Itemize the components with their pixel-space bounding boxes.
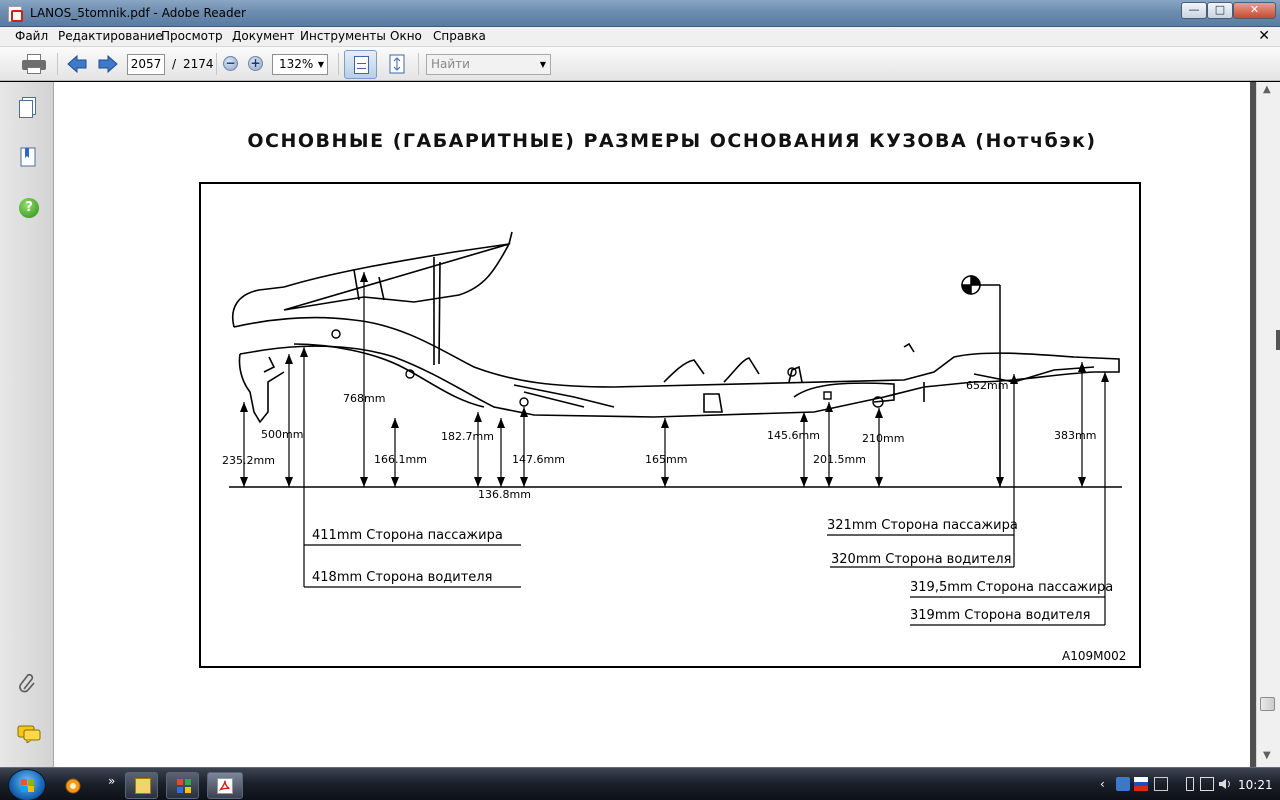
underbody-dimension-diagram: 235.2mm 500mm 768mm 166.1mm 182.7mm 147.… xyxy=(222,231,1126,663)
callout-320-driver: 320mm Сторона водителя xyxy=(831,552,1011,567)
page-number-input[interactable]: 2057 xyxy=(127,54,165,75)
comments-icon[interactable] xyxy=(17,725,41,744)
tray-expand-icon[interactable]: ‹ xyxy=(1100,777,1105,791)
menu-help[interactable]: Справка xyxy=(433,29,486,43)
menu-file[interactable]: Файл xyxy=(15,29,49,43)
battery-icon[interactable] xyxy=(1186,777,1194,791)
help-icon[interactable]: ? xyxy=(19,198,39,218)
print-icon[interactable] xyxy=(22,54,46,74)
russian-flag-icon[interactable] xyxy=(1134,777,1148,791)
fit-width-icon[interactable] xyxy=(344,50,377,79)
zoom-select[interactable]: 132% ▼ xyxy=(272,54,328,75)
callout-labels: 411mm Сторона пассажира 418mm Сторона во… xyxy=(312,518,1113,623)
taskbar-adobe-reader[interactable] xyxy=(207,772,243,799)
dim-label-145-6: 145.6mm xyxy=(767,429,820,442)
chassis-drawing xyxy=(232,231,1120,424)
pages-icon[interactable] xyxy=(17,96,39,118)
close-document-button[interactable]: ✕ xyxy=(1258,28,1270,44)
chevron-down-icon[interactable]: ▼ xyxy=(539,60,546,69)
app-grid-icon xyxy=(176,778,192,794)
menu-bar: Файл Редактирование Просмотр Документ Ин… xyxy=(0,27,1280,47)
start-button[interactable] xyxy=(8,769,46,800)
scrollbar-thumb[interactable] xyxy=(1260,697,1275,711)
figure-frame xyxy=(199,182,1141,668)
zoom-out-icon[interactable]: − xyxy=(223,56,238,71)
previous-page-icon[interactable] xyxy=(67,54,87,74)
dim-label-182-7: 182.7mm xyxy=(441,430,494,443)
media-player-quicklaunch-icon[interactable] xyxy=(64,776,82,794)
callout-319-5-passenger: 319,5mm Сторона пассажира xyxy=(910,580,1113,595)
taskbar-app[interactable] xyxy=(166,772,199,799)
chevron-down-icon: ▼ xyxy=(317,60,324,69)
bookmarks-icon[interactable] xyxy=(17,146,39,168)
dim-label-500: 500mm xyxy=(261,428,303,441)
dim-label-166-1: 166.1mm xyxy=(374,453,427,466)
adobe-reader-app-icon xyxy=(8,6,23,22)
pdf-page: ОСНОВНЫЕ (ГАБАРИТНЫЕ) РАЗМЕРЫ ОСНОВАНИЯ … xyxy=(54,82,1250,767)
callout-319-driver: 319mm Сторона водителя xyxy=(910,608,1090,623)
navigation-panel: ? xyxy=(0,82,54,767)
menu-document[interactable]: Документ xyxy=(232,29,295,43)
page-title: ОСНОВНЫЕ (ГАБАРИТНЫЕ) РАЗМЕРЫ ОСНОВАНИЯ … xyxy=(247,130,1097,152)
chassis-holes xyxy=(331,329,884,408)
scroll-up-icon[interactable]: ▲ xyxy=(1263,84,1271,95)
menu-edit[interactable]: Редактирование xyxy=(58,29,163,43)
window-title: LANOS_5tomnik.pdf - Adobe Reader xyxy=(30,6,246,20)
dim-label-768: 768mm xyxy=(343,392,385,405)
network-icon[interactable] xyxy=(1200,777,1214,791)
toolbar-separator xyxy=(338,53,339,75)
system-tray: ‹ 10:21 xyxy=(1100,768,1280,800)
folder-icon xyxy=(135,778,151,794)
dimension-labels: 235.2mm 500mm 768mm 166.1mm 182.7mm 147.… xyxy=(222,379,1096,501)
toolbar-separator xyxy=(216,53,217,75)
windows-logo-icon xyxy=(21,779,34,792)
dim-label-652: 652mm xyxy=(966,379,1008,392)
menu-view[interactable]: Просмотр xyxy=(161,29,223,43)
toolbar-separator xyxy=(418,53,419,75)
document-viewport[interactable]: ОСНОВНЫЕ (ГАБАРИТНЫЕ) РАЗМЕРЫ ОСНОВАНИЯ … xyxy=(54,82,1256,767)
vertical-scrollbar[interactable]: ▲ ▼ xyxy=(1256,82,1280,767)
fit-page-icon[interactable] xyxy=(380,50,413,79)
volume-icon[interactable] xyxy=(1218,777,1232,791)
dim-label-210: 210mm xyxy=(862,432,904,445)
taskbar-explorer[interactable] xyxy=(125,772,158,799)
keyboard-icon[interactable] xyxy=(1154,777,1168,791)
dimension-lines xyxy=(243,272,1106,626)
menu-window[interactable]: Окно xyxy=(390,29,422,43)
dim-label-201-5: 201.5mm xyxy=(813,453,866,466)
minimize-button[interactable]: — xyxy=(1181,2,1207,19)
scroll-down-icon[interactable]: ▼ xyxy=(1263,750,1271,761)
zoom-in-icon[interactable]: + xyxy=(248,56,263,71)
callout-418-driver: 418mm Сторона водителя xyxy=(312,570,492,585)
dim-label-136-8: 136.8mm xyxy=(478,488,531,501)
toolbar-separator xyxy=(57,53,58,75)
search-input[interactable]: Найти ▼ xyxy=(426,54,551,75)
taskbar-clock[interactable]: 10:21 xyxy=(1238,778,1273,792)
windows-taskbar: » ‹ 10:21 xyxy=(0,767,1280,800)
search-placeholder: Найти xyxy=(431,57,470,71)
page-separator: / xyxy=(172,57,177,71)
callout-321-passenger: 321mm Сторона пассажира xyxy=(827,518,1018,533)
side-panel-tab[interactable] xyxy=(1276,330,1280,350)
close-window-button[interactable]: ✕ xyxy=(1233,2,1276,19)
dim-label-147-6: 147.6mm xyxy=(512,453,565,466)
language-icon[interactable] xyxy=(1116,777,1130,791)
zoom-value: 132% xyxy=(279,57,314,71)
callout-411-passenger: 411mm Сторона пассажира xyxy=(312,528,503,543)
figure-code: A109M002 xyxy=(1062,649,1126,663)
dim-label-235-2: 235.2mm xyxy=(222,454,275,467)
next-page-icon[interactable] xyxy=(98,54,118,74)
page-total: 2174 xyxy=(183,57,214,71)
adobe-reader-icon xyxy=(217,778,233,794)
menu-tools[interactable]: Инструменты xyxy=(300,29,386,43)
toolbar: 2057 / 2174 − + 132% ▼ Найти ▼ xyxy=(0,47,1280,81)
quicklaunch-overflow-icon[interactable]: » xyxy=(108,774,116,788)
maximize-button[interactable]: □ xyxy=(1207,2,1233,19)
attachments-icon[interactable] xyxy=(17,672,39,694)
dim-label-165: 165mm xyxy=(645,453,687,466)
dim-label-383: 383mm xyxy=(1054,429,1096,442)
dimension-arrowheads xyxy=(240,272,1109,487)
window-title-bar[interactable]: LANOS_5tomnik.pdf - Adobe Reader — □ ✕ xyxy=(0,0,1280,27)
